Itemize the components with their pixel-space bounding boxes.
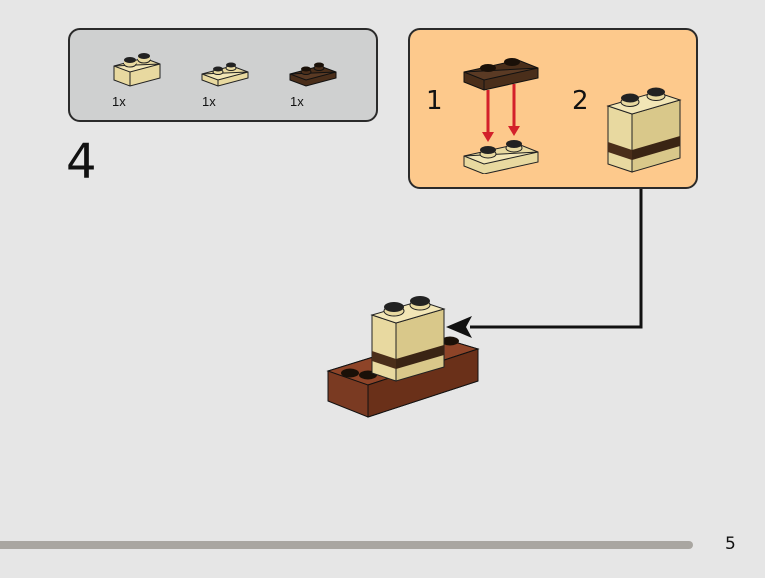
part-qty: 1x (290, 94, 304, 109)
substep-2-illustration (606, 87, 682, 173)
part-tan-plate: 1x (200, 44, 260, 114)
tan-brick-icon (113, 53, 161, 87)
main-model-illustration (326, 296, 480, 418)
brown-plate-icon (289, 62, 337, 87)
part-qty: 1x (202, 94, 216, 109)
substep-2-number: 2 (572, 86, 589, 116)
part-tan-brick: 1x (110, 44, 170, 114)
arrow-left-icon (446, 316, 472, 338)
footer-progress-bar (0, 541, 693, 549)
subassembly-callout: 1 2 (408, 28, 698, 189)
parts-list-box: 1x 1x 1x (68, 28, 378, 122)
substep-1-illustration (463, 58, 539, 174)
page-number: 5 (725, 534, 736, 554)
step-number: 4 (66, 134, 97, 190)
part-brown-plate: 1x (288, 44, 348, 114)
part-qty: 1x (112, 94, 126, 109)
substep-1-number: 1 (426, 86, 443, 116)
tan-plate-icon (201, 62, 249, 87)
